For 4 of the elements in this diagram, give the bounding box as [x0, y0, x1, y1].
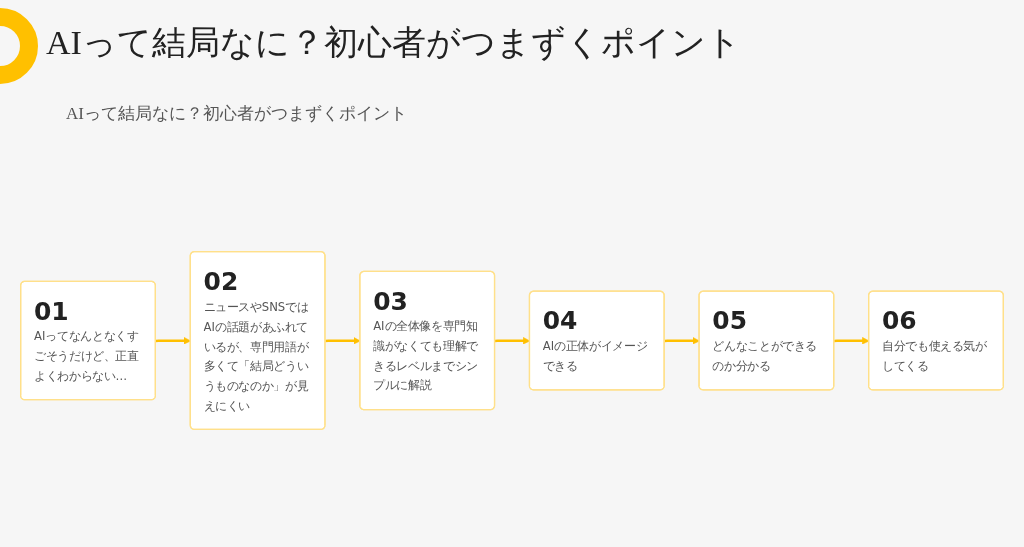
arrow [664, 337, 700, 345]
subtitle: AIって結局なに？初心者がつまずくポイント [66, 103, 407, 125]
arrow [155, 337, 191, 345]
title: AIって結局なに？初心者がつまずくポイント [46, 23, 741, 63]
